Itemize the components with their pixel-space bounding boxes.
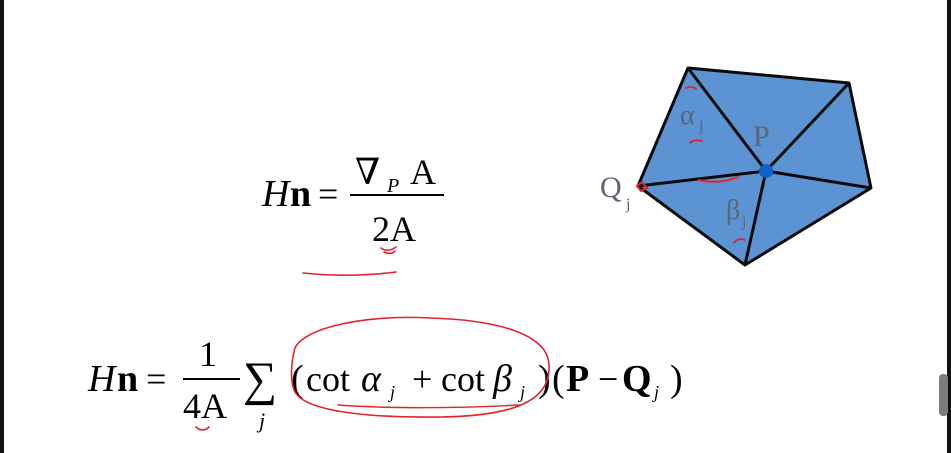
edge-P-v1	[686, 67, 768, 172]
edge-P-v2	[764, 81, 851, 173]
formula2-cot1: cot	[306, 359, 350, 399]
formula2-Q-sub: j	[652, 382, 659, 402]
formula2-frac-num: 1	[199, 334, 217, 374]
label-alpha-sub: j	[698, 118, 703, 135]
annotation-underline-formula1	[302, 271, 397, 276]
formula2-alpha-sub: j	[388, 382, 395, 402]
annotation-mark-alpha-bottom	[689, 139, 703, 144]
formula-cotangent-discrete: H n = 1 4A ∑ j ( cot α j + cot β j ) ( P…	[87, 334, 683, 433]
formula2-alpha: α	[361, 358, 382, 400]
formula2-n: n	[117, 358, 138, 400]
formula1-num-A: A	[410, 152, 436, 192]
formula2-sigma: ∑	[243, 353, 277, 406]
annotation-mark-PQ-edge	[698, 176, 739, 183]
annotation-underline-cot-terms	[337, 404, 521, 409]
one-ring-polygon	[636, 66, 873, 267]
label-beta: β	[726, 195, 740, 226]
left-edge-bar	[0, 0, 4, 453]
annotation-mark-2A	[380, 246, 397, 255]
edge-P-v4	[743, 170, 768, 266]
formula1-nabla: ∇	[355, 152, 380, 192]
formula2-open-paren-2: (	[552, 358, 565, 400]
formula2-frac-den: 4A	[183, 386, 227, 426]
formula2-beta: β	[492, 358, 512, 400]
right-edge-bar	[947, 0, 951, 453]
edge-P-Qj	[637, 169, 767, 188]
label-alpha: α	[680, 100, 695, 131]
formula-mean-curvature-gradient: H n = ∇ P A 2A	[261, 152, 444, 249]
annotation-mark-Qj	[635, 180, 649, 193]
formula2-equals: =	[146, 359, 166, 399]
annotation-mark-4A	[195, 426, 210, 431]
formula1-equals: =	[318, 174, 338, 214]
formula1-denominator: 2A	[372, 209, 416, 249]
label-P: P	[753, 120, 770, 153]
edge-P-v3	[765, 169, 872, 190]
formula2-close-paren: )	[538, 358, 551, 400]
formula2-plus: +	[412, 359, 432, 399]
mesh-one-ring-diagram: P Q j α j β j	[600, 66, 873, 267]
formula2-minus: −	[598, 359, 618, 399]
formula2-H: H	[87, 358, 118, 400]
label-Qj: Q	[600, 171, 622, 204]
scroll-handle[interactable]	[939, 374, 948, 416]
vertex-P-point	[759, 164, 773, 178]
formula1-nabla-sub: P	[386, 175, 399, 197]
formula2-cot2: cot	[441, 359, 485, 399]
formula2-Q: Q	[622, 358, 652, 400]
annotation-mark-alpha-top	[685, 86, 697, 90]
annotation-circle-cot-terms	[290, 316, 550, 418]
formula2-P: P	[566, 358, 589, 400]
formula2-sigma-sub: j	[256, 408, 265, 433]
formula1-n: n	[290, 173, 311, 215]
formula1-H: H	[261, 173, 292, 215]
label-Qj-sub: j	[625, 196, 630, 213]
formula2-open-paren: (	[291, 358, 304, 400]
formula2-beta-sub: j	[518, 382, 525, 402]
label-beta-sub: j	[741, 213, 746, 230]
annotation-mark-beta	[733, 238, 746, 244]
handwritten-annotations	[195, 86, 746, 431]
formula2-close-paren-2: )	[670, 358, 683, 400]
